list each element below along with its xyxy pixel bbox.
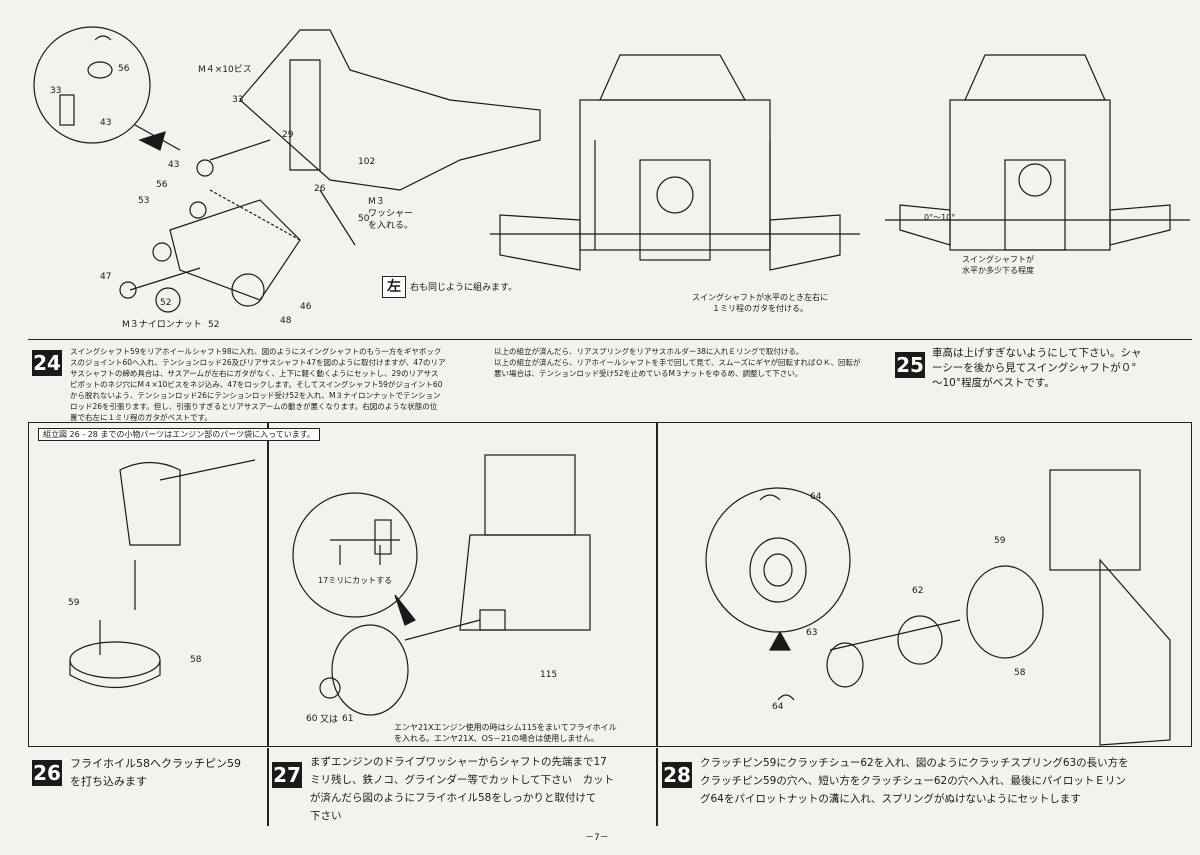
mid-panel <box>28 422 1192 747</box>
part-number: 33 <box>232 95 244 105</box>
step-26-number: 26 <box>32 760 62 786</box>
part-number: 63 <box>806 628 818 638</box>
part-number: 43 <box>100 118 112 128</box>
part-number: 48 <box>280 316 292 326</box>
step-26-text: フライホイル58へクラッチピン59 を打ち込みます <box>70 757 241 788</box>
mid-divider-1 <box>267 422 269 747</box>
step-24-text: スイングシャフト59をリアホイールシャフト98に入れ、図のようにスイングシャフト… <box>70 347 446 422</box>
angle-note: スイングシャフトが 水平か多少下る程度 <box>962 255 1034 275</box>
part-number: 52 <box>160 298 172 308</box>
step-24-text-extra: 以上の組立が済んだら、リアスプリングをリアサスホルダー38に入れＥリングで取付け… <box>494 347 861 378</box>
part-number: 53 <box>138 196 150 206</box>
angle-label: 0°〜10° <box>924 213 956 222</box>
part-number: 62 <box>912 586 924 596</box>
bottom-divider-1 <box>267 748 269 826</box>
part-number: 29 <box>282 130 294 140</box>
part-number: 64 <box>772 702 784 712</box>
left-note: 右も同じように組みます。 <box>410 283 518 293</box>
step-24-number: 24 <box>32 350 62 376</box>
part-number: 43 <box>168 160 180 170</box>
part-number: 59 <box>994 536 1006 546</box>
part-number: 61 <box>342 714 354 724</box>
part-number: 56 <box>156 180 168 190</box>
part-number: 58 <box>1014 668 1026 678</box>
part-number: 46 <box>300 302 312 312</box>
step-27-text: まずエンジンのドライブワッシャーからシャフトの先端まで17 ミリ残し、鉄ノコ、グ… <box>310 756 615 822</box>
page-number: －7－ <box>585 833 609 843</box>
left-badge: 左 <box>382 276 406 298</box>
part-number: 52 <box>208 320 220 330</box>
part-number: 33 <box>50 86 62 96</box>
part-number: 58 <box>190 655 202 665</box>
step-27-number: 27 <box>272 762 302 788</box>
or-label: 又は <box>320 715 339 725</box>
part-number: 56 <box>118 64 130 74</box>
step-28-number: 28 <box>662 762 692 788</box>
step-25-text: 車高は上げすぎないようにして下さい。シャ ーシーを後から見てスイングシャフトが０… <box>932 347 1142 389</box>
m3-washer-callout: M３ ワッシャー を入れる。 <box>368 197 414 231</box>
top-panel <box>28 8 1192 340</box>
part-number: 60 <box>306 714 318 724</box>
mid-divider-2 <box>656 422 658 747</box>
cut-note: 17ミリにカットする <box>318 576 393 585</box>
part-number: 59 <box>68 598 80 608</box>
step-28-text: クラッチピン59にクラッチシュー62を入れ、図のようにクラッチスプリング63の長… <box>700 757 1129 805</box>
parts-bag-note: 組立図 26 - 28 までの小物パーツはエンジン部のパーツ袋に入っています。 <box>38 428 320 441</box>
part-number: 102 <box>358 157 376 167</box>
part-number: 64 <box>810 492 822 502</box>
shim-note: エンヤ21Xエンジン使用の時はシム115をまいてフライホイル を入れる。エンヤ2… <box>394 723 617 743</box>
m3-nylon-nut-callout: M３ナイロンナット <box>122 320 202 330</box>
part-number: 26 <box>314 184 326 194</box>
step-25-number: 25 <box>895 352 925 378</box>
bottom-divider-2 <box>656 748 658 826</box>
part-number: 115 <box>540 670 558 680</box>
level-note: スイングシャフトが水平のとき左右に １ミリ程のガタを付ける。 <box>692 293 828 313</box>
part-number: 47 <box>100 272 112 282</box>
part-number: 50 <box>358 214 370 224</box>
m4-screw-callout: M４×10ビス <box>198 65 252 75</box>
